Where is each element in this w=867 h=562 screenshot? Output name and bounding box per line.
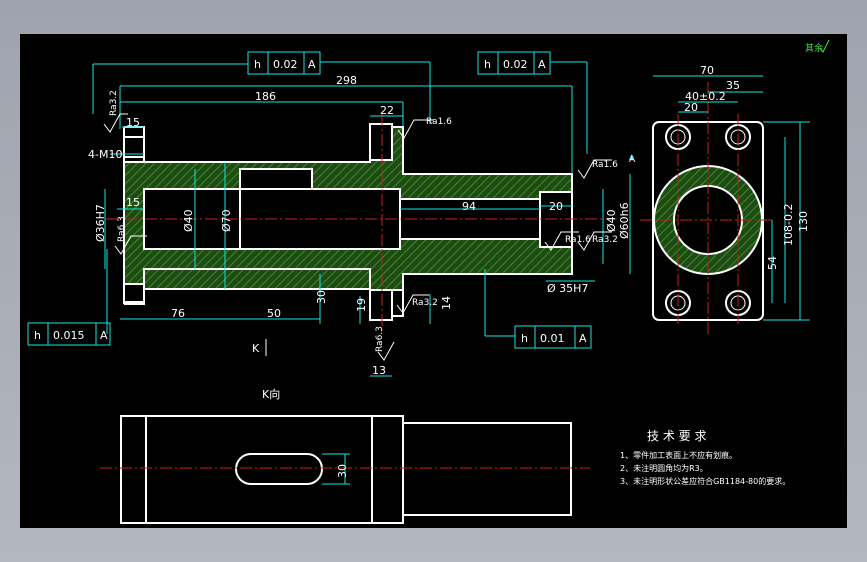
dim-70: Ø70 xyxy=(220,209,233,232)
side-dim-20: 20 xyxy=(684,101,698,114)
fcf-datum: A xyxy=(579,332,587,345)
flange-hole-top xyxy=(123,136,145,158)
roughness-label: Ra1.6 xyxy=(565,235,591,245)
tech-requirements: 技 术 要 求 1、零件加工表面上不应有划痕。 2、未注明圆角均为R3。 3、未… xyxy=(620,429,790,486)
dim-30: 30 xyxy=(315,290,328,304)
cad-drawing: h 0.02 A h 0.02 A h 0.015 A h 0.01 A 298… xyxy=(27,39,830,524)
datum-a-marker: A xyxy=(629,154,636,165)
roughness-label: Ra1.6 xyxy=(592,160,618,170)
dim-60h6: Ø60h6 xyxy=(618,202,631,239)
side-dim-54: 54 xyxy=(766,256,779,270)
tech-item: 1、零件加工表面上不应有划痕。 xyxy=(620,450,737,460)
flange-hole-bottom xyxy=(123,283,145,303)
k-dim-30: 30 xyxy=(336,464,349,478)
fcf-datum: A xyxy=(100,329,108,342)
k-view-marker: K xyxy=(252,339,267,356)
roughness-marks: Ra3.2 Ra1.6 Ra1.6 Ra6.3 Ra1.6 Ra3.2 Ra3.… xyxy=(103,90,618,361)
dim-15a: 15 xyxy=(126,116,140,129)
dim-13: 13 xyxy=(372,364,386,377)
roughness-label: Ra3.2 xyxy=(109,90,119,116)
dim-14: 14 xyxy=(440,296,453,310)
main-section-view xyxy=(105,114,620,334)
dim-35h7: Ø 35H7 xyxy=(547,282,588,295)
dim-36h7: Ø36H7 xyxy=(94,204,107,242)
tech-item: 2、未注明圆角均为R3。 xyxy=(620,463,708,473)
roughness-label: Ra1.6 xyxy=(426,117,452,127)
fcf-top-right: h 0.02 A xyxy=(477,51,551,75)
dim-20: 20 xyxy=(549,200,563,213)
dimension-lines xyxy=(92,61,631,377)
fcf-symbol: h xyxy=(34,329,41,342)
dim-40a: Ø40 xyxy=(182,209,195,232)
roughness-label: Ra3.2 xyxy=(412,298,438,308)
fcf-value: 0.02 xyxy=(273,58,298,71)
k-view-label: K向 xyxy=(262,387,280,401)
datum-a-label: A xyxy=(629,155,636,165)
side-dim-108: 108-0.2 xyxy=(782,204,795,246)
dim-186: 186 xyxy=(255,90,276,103)
dim-22: 22 xyxy=(380,104,394,117)
side-view: 70 35 40±0.2 20 108-0.2 130 54 xyxy=(640,64,810,334)
dim-50: 50 xyxy=(267,307,281,320)
k-view-slot xyxy=(235,453,323,485)
side-dim-70: 70 xyxy=(700,64,714,77)
dim-298: 298 xyxy=(336,74,357,87)
fcf-top-left: h 0.02 A xyxy=(247,51,321,75)
fcf-value: 0.01 xyxy=(540,332,565,345)
dim-94: 94 xyxy=(462,200,476,213)
tech-item: 3、未注明形状公差应符合GB1184-80的要求。 xyxy=(620,476,790,486)
corner-note: 其余 xyxy=(805,39,830,54)
dim-19: 19 xyxy=(355,298,368,312)
fcf-value: 0.015 xyxy=(53,329,85,342)
dim-40b: Ø40 xyxy=(605,209,618,232)
side-dim-40: 40±0.2 xyxy=(685,90,726,103)
top-boss xyxy=(369,123,393,161)
view-marker-label: K xyxy=(252,342,260,355)
corner-note-label: 其余 xyxy=(805,42,823,54)
fcf-symbol: h xyxy=(521,332,528,345)
fcf-datum: A xyxy=(308,58,316,71)
k-view-shaft xyxy=(402,422,572,516)
dim-76: 76 xyxy=(171,307,185,320)
fcf-bottom-left: h 0.015 A xyxy=(27,322,111,346)
tech-title: 技 术 要 求 xyxy=(647,429,706,443)
fcf-symbol: h xyxy=(484,58,491,71)
bore-mid xyxy=(239,168,313,190)
bottom-boss xyxy=(369,289,393,321)
dimension-labels: 298 186 22 15 4-M10 15 Ø36H7 Ø40 Ø70 94 … xyxy=(88,74,631,377)
side-dim-35: 35 xyxy=(726,79,740,92)
roughness-label: Ra6.3 xyxy=(117,216,127,242)
k-view: K向 30 xyxy=(100,387,590,524)
dim-15b: 15 xyxy=(126,196,140,209)
dim-thread: 4-M10 xyxy=(88,148,122,161)
fcf-value: 0.02 xyxy=(503,58,528,71)
side-dim-130: 130 xyxy=(797,211,810,232)
fcf-datum: A xyxy=(538,58,546,71)
roughness-label: Ra3.2 xyxy=(592,235,618,245)
fcf-bottom-right: h 0.01 A xyxy=(514,325,592,349)
cad-canvas: h 0.02 A h 0.02 A h 0.015 A h 0.01 A 298… xyxy=(20,34,847,528)
fcf-symbol: h xyxy=(254,58,261,71)
roughness-label: Ra6.3 xyxy=(375,326,385,352)
